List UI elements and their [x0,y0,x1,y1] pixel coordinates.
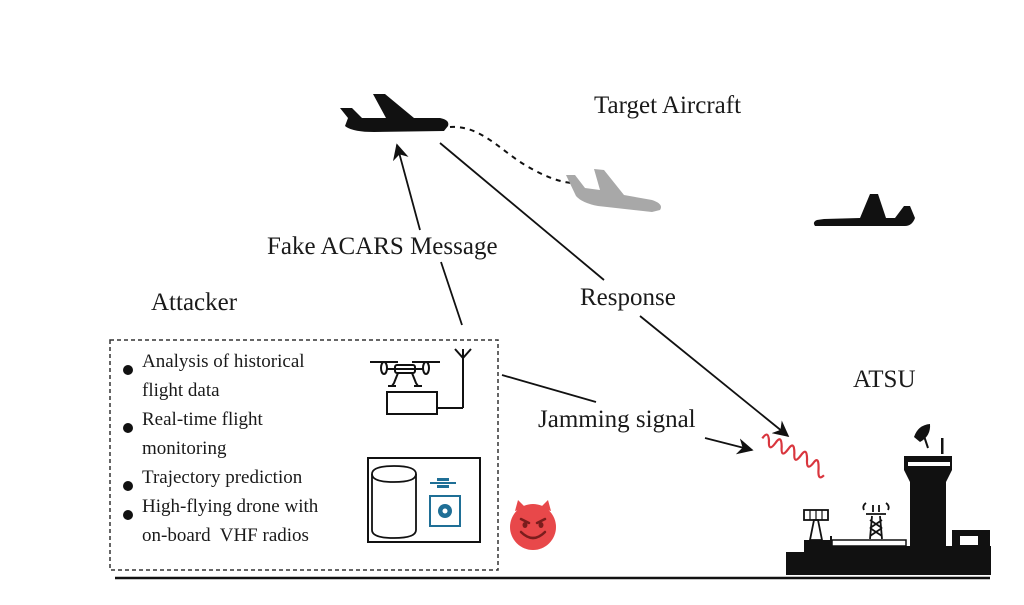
radio-tower-icon [862,502,890,540]
trajectory-dashed-line [449,125,573,184]
jamming-arrow [704,437,754,455]
capability-line: flight data [142,380,220,401]
jamming-line-upper [501,374,597,403]
response-arrow-lower [639,315,790,438]
fake-acars-arrow-lower [440,261,463,326]
database-server-icon [367,457,481,543]
attacker-label: Attacker [151,289,238,316]
capability-line: High-flying drone with [142,496,319,517]
attacker-capabilities-list: Analysis of historical flight data Real-… [120,347,318,550]
capability-line: Analysis of historical [142,351,305,372]
capability-item: Real-time flight monitoring [120,405,318,463]
jamming-signal-label: Jamming signal [538,406,696,433]
antenna-icon [437,348,472,409]
target-aircraft-label: Target Aircraft [594,92,742,119]
capability-item: Trajectory prediction [120,463,318,492]
fake-acars-label: Fake ACARS Message [267,233,498,260]
response-label: Response [580,284,676,311]
jamming-wave-icon [761,433,825,479]
drone-icon [370,361,440,415]
atsu-label: ATSU [853,366,916,393]
response-arrow-upper [439,142,605,281]
ghost-aircraft-icon [566,169,661,212]
capability-line: Real-time flight [142,409,263,430]
capability-item: Analysis of historical flight data [120,347,318,405]
devil-face-emoji [510,500,556,550]
capability-item: High-flying drone with on-board VHF radi… [120,492,318,550]
capability-line: Trajectory prediction [142,467,303,488]
target-aircraft-icon [340,94,449,132]
capability-line: monitoring [142,438,227,459]
control-tower-icon [830,424,991,575]
attacker-box [109,339,499,571]
fake-acars-arrow-upper [392,143,421,231]
radar-icon [786,509,830,575]
other-aircraft-icon [813,194,915,226]
capability-line: on-board VHF radios [142,525,309,546]
